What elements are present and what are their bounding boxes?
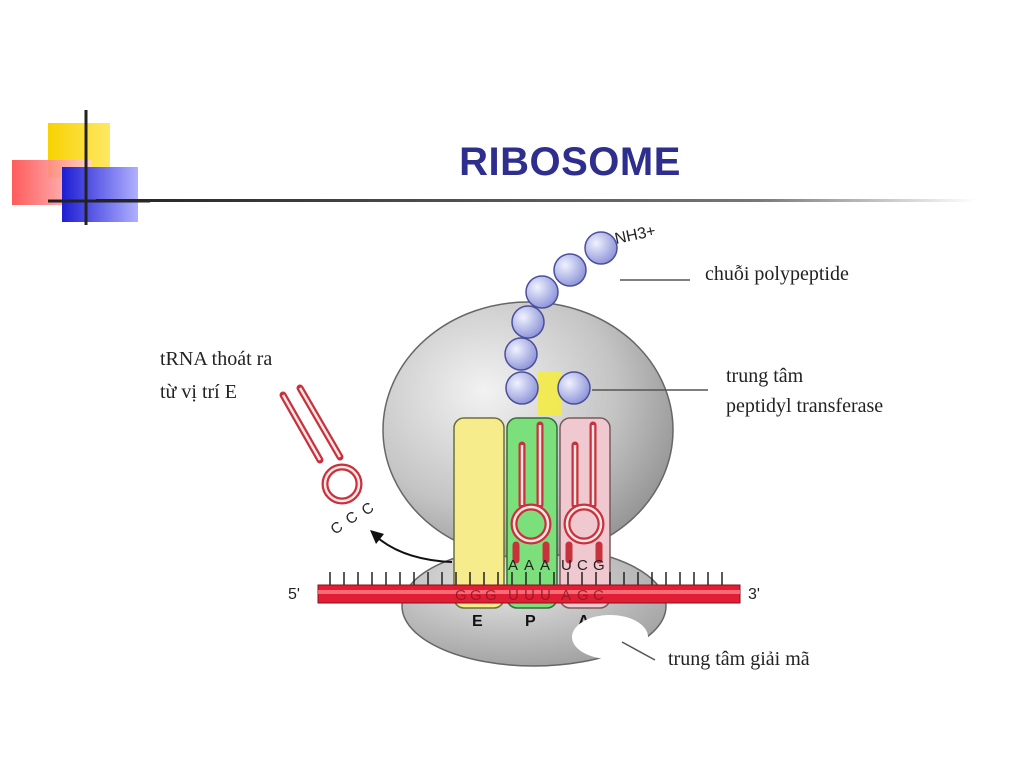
bead-a-site xyxy=(557,371,591,405)
slide-title: RIBOSOME xyxy=(459,140,681,184)
three-prime-label: 3' xyxy=(748,586,760,603)
label-decoding: trung tâm giải mã xyxy=(668,648,810,670)
exiting-anticodon-3: C xyxy=(359,499,378,519)
polypeptide-chain xyxy=(504,231,618,405)
a-codon-1: A xyxy=(561,587,571,604)
a-codon-2: G xyxy=(577,587,589,604)
e-site xyxy=(453,417,505,609)
trna-exiting xyxy=(279,384,363,505)
a-anticodon-1: U xyxy=(561,557,572,574)
site-label-e: E xyxy=(472,613,483,630)
label-peptidyl-1: trung tâm xyxy=(726,365,804,387)
blue-square xyxy=(62,167,138,222)
p-anticodon-2: A xyxy=(524,557,534,574)
mrna-ticks xyxy=(329,572,723,585)
five-prime-label: 5' xyxy=(288,586,300,603)
label-polypeptide: chuỗi polypeptide xyxy=(705,263,849,285)
peptidyl-patch xyxy=(538,372,562,416)
e-codon-3: G xyxy=(485,587,497,604)
nh3-label: NH3+ xyxy=(613,223,657,248)
p-codon-1: U xyxy=(508,587,519,604)
site-label-p: P xyxy=(525,613,536,630)
exit-arrow xyxy=(377,537,453,563)
label-trna-exit-2: từ vị trí E xyxy=(160,381,237,403)
label-trna-exit-1: tRNA thoát ra xyxy=(160,348,272,370)
p-codon-3: U xyxy=(540,587,551,604)
p-anticodon-1: A xyxy=(508,557,518,574)
a-codon-3: C xyxy=(593,587,604,604)
e-codon-1: G xyxy=(455,587,467,604)
decoding-center-marker xyxy=(572,615,648,659)
a-anticodon-3: G xyxy=(593,557,605,574)
p-anticodon-3: A xyxy=(540,557,550,574)
e-codon-2: G xyxy=(470,587,482,604)
callout-line-decoding xyxy=(621,641,656,661)
exit-arrow-head xyxy=(370,530,384,544)
label-peptidyl-2: peptidyl transferase xyxy=(726,395,883,417)
p-codon-2: U xyxy=(524,587,535,604)
title-rule xyxy=(96,199,976,202)
exiting-anticodon-1: C xyxy=(328,518,347,538)
a-anticodon-2: C xyxy=(577,557,588,574)
corner-decoration xyxy=(12,110,150,225)
exiting-anticodon-2: C xyxy=(343,508,362,528)
